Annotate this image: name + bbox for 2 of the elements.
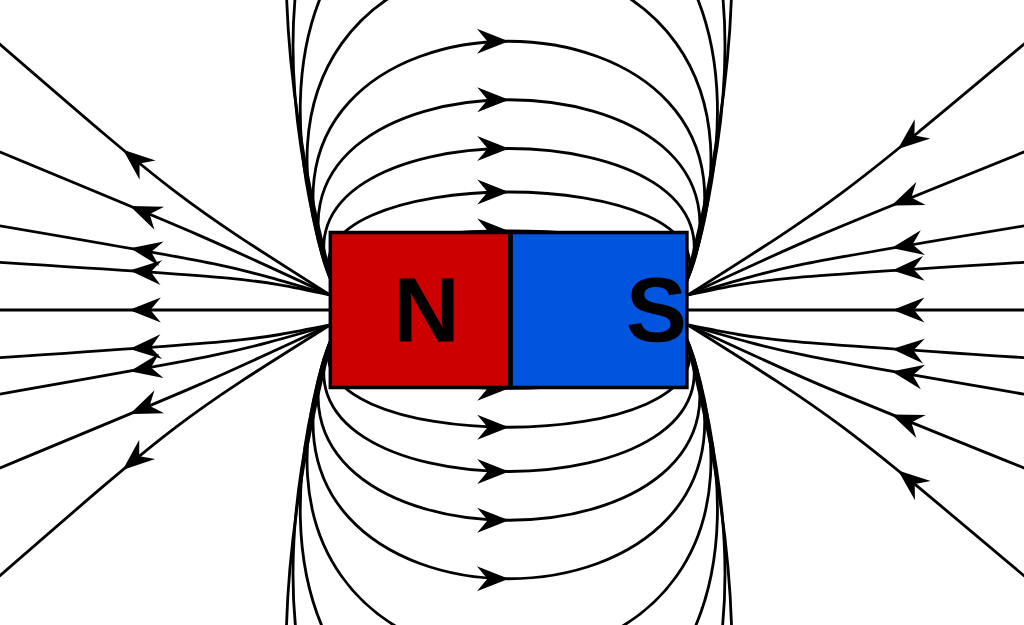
magnet-pole-box: N [328,230,512,390]
magnet-pole-box: S [509,230,689,390]
